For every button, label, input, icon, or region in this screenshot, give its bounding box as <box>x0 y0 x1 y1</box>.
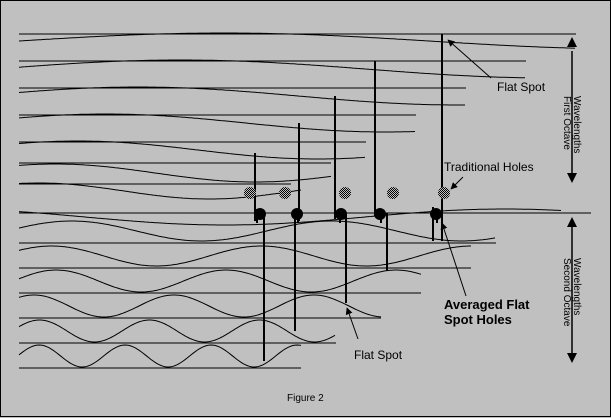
wave-lower <box>18 344 302 368</box>
traditional-hole <box>244 187 256 199</box>
wave-lower <box>18 220 496 242</box>
wavelength-baselines <box>19 33 591 369</box>
wave-upper <box>18 140 366 160</box>
averaged-hole <box>430 208 442 220</box>
averaged-holes-label-line2: Spot Holes <box>444 312 512 327</box>
averaged-hole-markers <box>254 208 442 220</box>
hole-position-lines <box>254 34 443 361</box>
wave-mid <box>18 182 302 200</box>
second-octave-label: Second Octave <box>561 258 572 327</box>
first-octave-label: First Octave <box>561 96 572 150</box>
traditional-hole <box>387 187 399 199</box>
traditional-holes-label: Traditional Holes <box>444 160 534 174</box>
flat-spot-top-label: Flat Spot <box>497 80 546 94</box>
svg-text:First Octave: First Octave <box>561 96 572 150</box>
wave-upper <box>18 113 416 133</box>
wave-lower <box>18 319 336 343</box>
first-octave-label-2: Wavelengths <box>571 96 582 153</box>
svg-text:Wavelengths: Wavelengths <box>571 258 582 315</box>
flat-spot-bottom-label: Flat Spot <box>354 348 403 362</box>
wave-curves <box>18 32 576 368</box>
wave-lower <box>18 294 382 318</box>
wave-lower <box>18 245 471 267</box>
averaged-hole <box>254 208 266 220</box>
second-octave-label-2: Wavelengths <box>571 258 582 315</box>
wave-lower <box>18 269 422 293</box>
wave-upper <box>18 86 465 106</box>
traditional-hole <box>339 187 351 199</box>
traditional-hole <box>279 187 291 199</box>
averaged-hole <box>374 208 386 220</box>
wave-upper <box>18 163 332 183</box>
second-octave-bracket <box>567 217 577 363</box>
wave-center <box>18 208 562 226</box>
wave-upper <box>18 59 525 79</box>
svg-text:Second Octave: Second Octave <box>561 258 572 327</box>
traditional-hole <box>438 187 450 199</box>
callout-lines <box>345 39 492 340</box>
svg-text:Wavelengths: Wavelengths <box>571 96 582 153</box>
averaged-hole <box>291 208 303 220</box>
figure-caption: Figure 2 <box>287 393 324 404</box>
averaged-holes-label-line1: Averaged Flat <box>444 297 530 312</box>
first-octave-bracket <box>567 37 577 183</box>
averaged-hole <box>335 208 347 220</box>
wave-upper <box>18 32 576 49</box>
traditional-hole-markers <box>244 187 450 199</box>
